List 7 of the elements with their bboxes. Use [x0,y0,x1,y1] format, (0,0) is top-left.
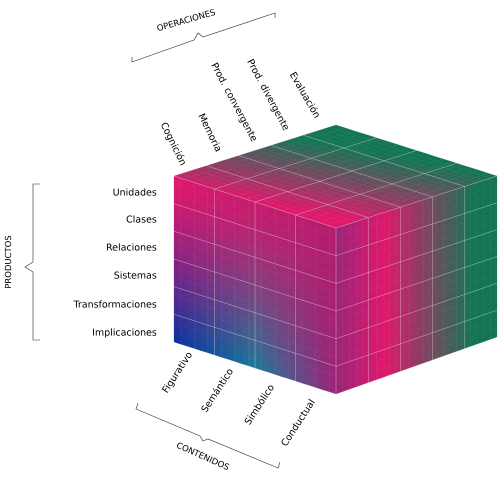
category-label: Unidades [114,188,156,196]
category-label: Transformaciones [74,300,156,308]
category-label: Implicaciones [93,328,156,338]
category-label: Clases [126,215,156,223]
category-label: Relaciones [106,243,156,251]
axis-title: PRODUCTOS [4,236,12,288]
category-label: Sistemas [114,271,156,279]
